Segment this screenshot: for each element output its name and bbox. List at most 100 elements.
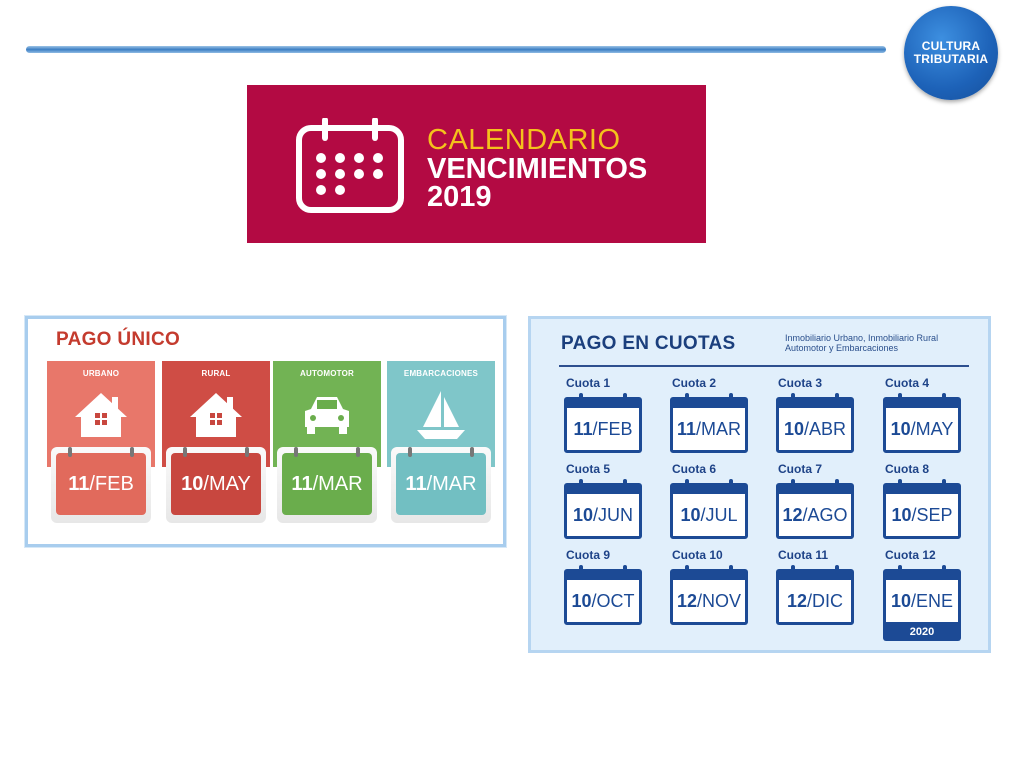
due-day: 10 <box>181 472 204 495</box>
cuota-date-card: 11/FEB <box>564 393 642 453</box>
due-day: 10 <box>891 504 912 525</box>
due-date-card: 11/MAR <box>396 447 486 515</box>
calendar-ring <box>835 393 839 402</box>
due-day: 10 <box>572 504 594 525</box>
due-month: /AGO <box>802 504 848 525</box>
calendar-ring <box>623 565 627 574</box>
cuota-label: Cuota 2 <box>672 376 717 390</box>
cuota-date-card: 10/JUL <box>670 479 748 539</box>
calendar-ring <box>685 393 689 402</box>
due-month: /OCT <box>591 590 635 611</box>
cuota-label: Cuota 6 <box>672 462 717 476</box>
due-day: 10 <box>571 590 592 611</box>
due-day: 10 <box>783 418 804 439</box>
due-day: 11 <box>676 418 697 439</box>
calendar-ring <box>942 565 946 574</box>
category-label: URBANO <box>82 369 120 378</box>
due-month: /MAR <box>312 472 363 495</box>
pago-cuotas-panel: PAGO EN CUOTAS Inmobiliario Urbano, Inmo… <box>528 316 991 653</box>
calendar-ring <box>356 447 360 457</box>
due-day: 10 <box>890 418 911 439</box>
cuota-date-card: 12/NOV <box>670 565 748 625</box>
calendar-ring <box>791 393 795 402</box>
cuota-label: Cuota 4 <box>885 376 930 390</box>
calendar-ring <box>579 393 583 402</box>
pago-unico-title: PAGO ÚNICO <box>56 329 181 350</box>
due-month: /JUN <box>593 504 634 525</box>
calendar-ring <box>623 393 627 402</box>
logo-line-2: TRIBUTARIA <box>913 52 989 66</box>
category-label: AUTOMOTOR <box>300 369 354 378</box>
cultura-tributaria-logo: CULTURA TRIBUTARIA <box>904 6 998 100</box>
cuota-label: Cuota 9 <box>566 548 611 562</box>
calendar-ring <box>835 565 839 574</box>
cuota-date-card: 10/ABR <box>776 393 854 453</box>
cuota-date-card: 10/MAY <box>883 393 961 453</box>
calendar-ring <box>685 479 689 488</box>
cuota-label: Cuota 1 <box>566 376 611 390</box>
due-date-card: 11/MAR <box>282 447 372 515</box>
car-icon <box>297 389 357 446</box>
due-month: /MAY <box>910 418 954 439</box>
cuota-label: Cuota 3 <box>778 376 823 390</box>
due-month: /SEP <box>911 504 953 525</box>
category-label: RURAL <box>201 369 231 378</box>
due-month: /NOV <box>697 590 742 611</box>
due-month: /MAY <box>203 472 251 495</box>
due-day: 10 <box>890 590 911 611</box>
cuota-label: Cuota 7 <box>778 462 823 476</box>
due-day: 11 <box>291 472 313 495</box>
calendar-ring <box>729 393 733 402</box>
cuota-label: Cuota 12 <box>885 548 936 562</box>
calendar-ring <box>579 479 583 488</box>
category-label: EMBARCACIONES <box>403 369 479 378</box>
due-day: 12 <box>782 504 803 525</box>
cuota-date-card: 12/AGO <box>776 479 854 539</box>
due-month: /MAR <box>426 472 477 495</box>
cuota-label: Cuota 5 <box>566 462 611 476</box>
calendar-ring <box>791 565 795 574</box>
logo-line-1: CULTURA <box>921 39 981 53</box>
due-month: /MAR <box>696 418 742 439</box>
banner-line-2: VENCIMIENTOS <box>427 153 648 185</box>
due-month: /FEB <box>592 418 633 439</box>
pago-cuotas-note: Inmobiliario Urbano, Inmobiliario Rural … <box>785 333 939 353</box>
calendar-ring <box>294 447 298 457</box>
calendar-ring <box>579 565 583 574</box>
cuota-label: Cuota 11 <box>778 548 829 562</box>
banner-line-1: CALENDARIO <box>427 124 621 156</box>
calendar-icon <box>296 118 404 213</box>
house-icon <box>71 389 131 446</box>
header-divider <box>26 46 886 53</box>
calendar-ring <box>183 447 187 457</box>
calendar-ring <box>470 447 474 457</box>
calendar-ring <box>130 447 134 457</box>
calendar-ring <box>942 479 946 488</box>
calendar-ring <box>685 565 689 574</box>
due-day: 12 <box>676 590 697 611</box>
due-day: 10 <box>680 504 701 525</box>
cuota-date-card: 12/DIC <box>776 565 854 625</box>
calendar-banner: CALENDARIO VENCIMIENTOS 2019 <box>247 85 706 243</box>
due-date-card: 10/MAY <box>171 447 261 515</box>
due-day: 11 <box>405 472 427 495</box>
banner-title: CALENDARIO VENCIMIENTOS 2019 <box>427 124 648 212</box>
calendar-ring <box>729 479 733 488</box>
calendar-ring <box>68 447 72 457</box>
due-date-card: 11/FEB <box>56 447 146 515</box>
calendar-ring <box>623 479 627 488</box>
due-year: 2020 <box>883 622 961 641</box>
calendar-ring <box>898 393 902 402</box>
pago-unico-panel: PAGO ÚNICO URBANO 11/FEB RURAL 10/MAY AUTOMO… <box>25 316 506 547</box>
due-month: /DIC <box>807 590 844 611</box>
calendar-ring <box>942 393 946 402</box>
calendar-ring <box>729 565 733 574</box>
due-day: 11 <box>573 418 593 439</box>
due-month: /ABR <box>804 418 847 439</box>
due-month: /FEB <box>89 472 134 495</box>
pago-cuotas-title: PAGO EN CUOTAS <box>561 333 736 354</box>
cuota-label: Cuota 10 <box>672 548 723 562</box>
calendar-ring <box>408 447 412 457</box>
due-day: 11 <box>68 472 90 495</box>
